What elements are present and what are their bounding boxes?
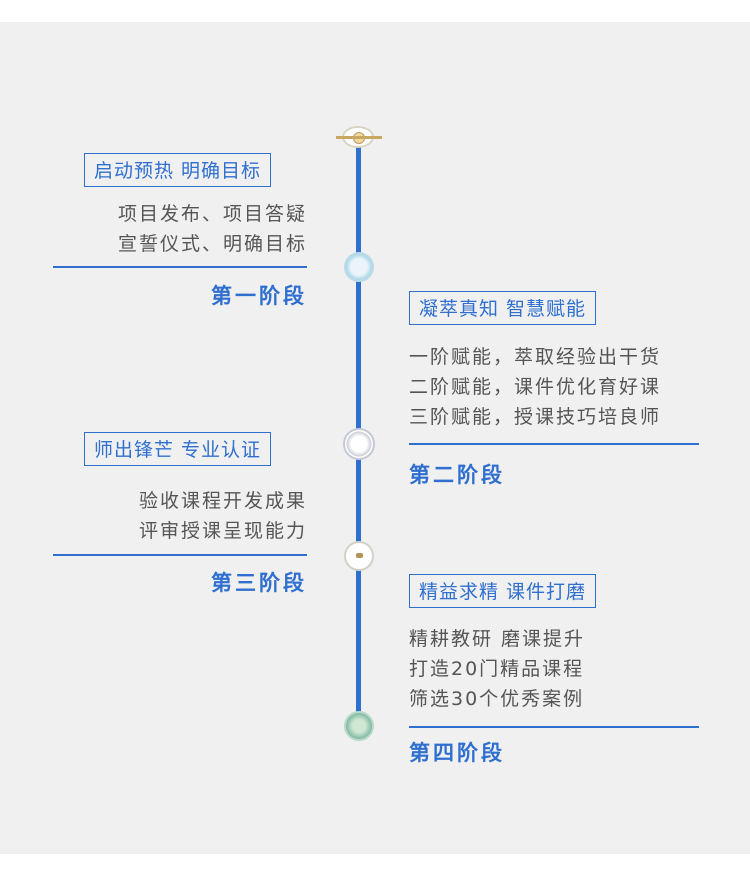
stage-3-line: 验收课程开发成果 [138, 490, 307, 512]
stage-3-label: 第三阶段 [211, 571, 307, 595]
stage-2-line: 三阶赋能，授课技巧培良师 [409, 406, 662, 428]
timeline-panel [0, 22, 750, 854]
stage-2-line: 一阶赋能，萃取经验出干货 [409, 346, 662, 368]
stage-4-line: 精耕教研 磨课提升 [409, 628, 586, 650]
timeline-node-stage-1-icon [344, 252, 374, 282]
stage-2-description: 一阶赋能，萃取经验出干货 二阶赋能，课件优化育好课 三阶赋能，授课技巧培良师 [409, 342, 661, 432]
stage-3-line: 评审授课呈现能力 [138, 520, 307, 542]
stage-1-title: 启动预热 明确目标 [84, 153, 272, 187]
stage-1-line: 宣誓仪式、明确目标 [117, 233, 307, 255]
stage-2-title: 凝萃真知 智慧赋能 [409, 291, 597, 325]
stage-2-label: 第二阶段 [409, 463, 505, 487]
timeline-node-stage-2-icon [343, 428, 375, 460]
stage-2-line: 二阶赋能，课件优化育好课 [409, 376, 662, 398]
stage-3-rule [53, 554, 307, 556]
stage-4-rule [409, 726, 699, 728]
stage-1-label: 第一阶段 [211, 284, 307, 308]
stage-1-line: 项目发布、项目答疑 [117, 203, 307, 225]
stage-4-line: 筛选30个优秀案例 [409, 688, 585, 710]
stage-3-description: 验收课程开发成果 评审授课呈现能力 [139, 486, 307, 546]
stage-4-label: 第四阶段 [409, 741, 505, 765]
stage-4-line: 打造20门精品课程 [409, 658, 585, 680]
stage-4-title: 精益求精 课件打磨 [409, 574, 597, 608]
timeline-node-ornament-icon [336, 126, 382, 148]
stage-1-description: 项目发布、项目答疑 宣誓仪式、明确目标 [118, 199, 307, 259]
stage-2-rule [409, 443, 699, 445]
stage-4-description: 精耕教研 磨课提升 打造20门精品课程 筛选30个优秀案例 [409, 624, 585, 714]
stage-3-title: 师出锋芒 专业认证 [84, 432, 272, 466]
timeline-node-stage-4-icon [344, 711, 374, 741]
timeline-node-stage-3-icon [344, 541, 374, 571]
stage-1-rule [53, 266, 307, 268]
